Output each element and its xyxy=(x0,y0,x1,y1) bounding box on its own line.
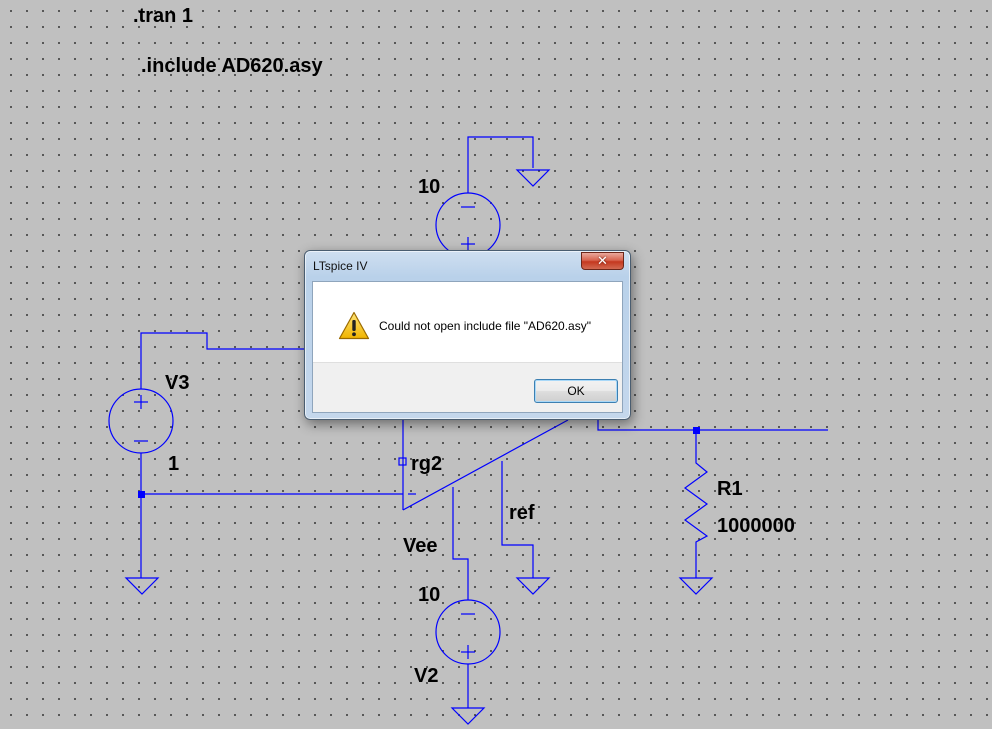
top-source-wiring xyxy=(467,136,534,193)
top-source-value[interactable]: 10 xyxy=(418,176,440,198)
v3-name-label[interactable]: V3 xyxy=(165,372,189,394)
dialog-message: Could not open include file "AD620.asy" xyxy=(379,319,591,333)
ground-symbol xyxy=(678,577,714,595)
dialog-body: Could not open include file "AD620.asy" … xyxy=(312,281,623,413)
ground-symbol xyxy=(124,577,160,595)
ref-wire xyxy=(501,461,534,578)
ground-symbol xyxy=(515,169,551,187)
v3-voltage-source[interactable] xyxy=(108,388,174,454)
error-dialog: LTspice IV ✕ Could not open include file… xyxy=(304,250,631,420)
ok-button[interactable]: OK xyxy=(534,379,618,403)
wire-junction xyxy=(138,491,145,498)
v2-voltage-source[interactable] xyxy=(435,599,501,665)
ref-label: ref xyxy=(509,502,535,524)
top-voltage-source[interactable] xyxy=(435,192,501,258)
dialog-footer xyxy=(313,362,622,412)
include-directive[interactable]: .include AD620.asy xyxy=(141,55,323,77)
tran-directive[interactable]: .tran 1 xyxy=(133,5,193,27)
v3-value-label[interactable]: 1 xyxy=(168,453,179,475)
warning-icon xyxy=(338,311,370,340)
v3-wiring xyxy=(140,332,403,578)
close-button[interactable]: ✕ xyxy=(581,252,624,270)
vee-wire xyxy=(452,487,469,600)
output-wire xyxy=(597,420,828,431)
ground-symbol xyxy=(515,577,551,595)
r1-value-label[interactable]: 1000000 xyxy=(717,515,795,537)
vee-label: Vee xyxy=(403,535,437,557)
r1-resistor[interactable] xyxy=(683,430,709,578)
v2-name-label[interactable]: V2 xyxy=(414,665,438,687)
dialog-title: LTspice IV xyxy=(313,259,368,273)
r1-name-label[interactable]: R1 xyxy=(717,478,743,500)
rg2-pin xyxy=(398,457,407,466)
ground-symbol xyxy=(450,707,486,725)
v2-value-label[interactable]: 10 xyxy=(418,584,440,606)
rg2-label: rg2 xyxy=(411,453,442,475)
close-icon: ✕ xyxy=(597,253,608,269)
